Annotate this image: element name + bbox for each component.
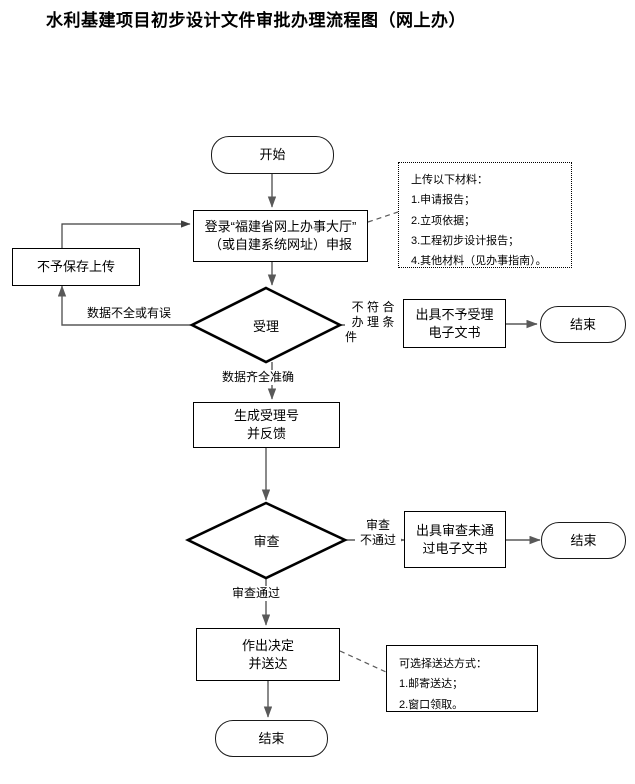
note-delivery-item-2: 2.窗口领取。 xyxy=(399,698,464,711)
node-end-final-label: 结束 xyxy=(258,730,285,746)
node-decision-review-label: 审查 xyxy=(253,534,280,549)
node-make-decision-deliver-line1: 作出决定 xyxy=(241,637,294,653)
node-not-saved[interactable]: 不予保存上传 xyxy=(12,248,140,286)
node-generate-acceptance-number-line1: 生成受理号 xyxy=(233,408,299,424)
note-delivery-heading: 可选择送达方式： xyxy=(399,658,487,670)
edge-label-not-qualified-line3: 件 xyxy=(345,330,358,344)
node-review-fail-document-line2: 过电子文书 xyxy=(422,540,488,556)
node-decision-acceptance[interactable]: 受理 xyxy=(192,288,340,362)
note-upload-item-1: 1.申请报告； xyxy=(411,194,476,207)
node-end-review-fail[interactable]: 结束 xyxy=(541,522,626,559)
note-upload-item-2: 2.立项依据； xyxy=(411,214,476,227)
note-delivery-item-1: 1.邮寄送达； xyxy=(399,678,464,691)
edge-label-not-qualified-line1: 不 符 合 xyxy=(351,300,395,314)
node-start[interactable]: 开始 xyxy=(211,136,334,174)
node-end-reject-label: 结束 xyxy=(569,316,596,332)
node-reject-document-line1: 出具不予受理 xyxy=(415,306,494,322)
node-end-reject[interactable]: 结束 xyxy=(540,306,626,343)
note-upload-item-4: 4.其他材料（见办事指南）。 xyxy=(411,255,547,268)
node-decision-review[interactable]: 审查 xyxy=(188,503,345,578)
node-decision-acceptance-label: 受理 xyxy=(252,318,279,334)
node-start-label: 开始 xyxy=(259,147,286,163)
node-end-final[interactable]: 结束 xyxy=(215,720,328,757)
edge-label-not-qualified: 不 符 合 办 理 条 件 xyxy=(345,300,401,345)
node-review-fail-document[interactable]: 出具审查未通 过电子文书 xyxy=(404,511,506,568)
node-login-portal-line2: （或自建系统网址）申报 xyxy=(208,237,352,252)
edge-label-not-qualified-line2: 办 理 条 xyxy=(351,315,395,329)
node-review-fail-document-line1: 出具审查未通 xyxy=(415,522,494,538)
note-upload-materials: 上传以下材料： 1.申请报告； 2.立项依据； 3.工程初步设计报告； 4.其他… xyxy=(398,162,572,268)
edge-label-review-fail-line1: 审查 xyxy=(365,518,390,532)
node-login-portal[interactable]: 登录“福建省网上办事大厅” （或自建系统网址）申报 xyxy=(193,210,368,262)
page-title: 水利基建项目初步设计文件审批办理流程图（网上办） xyxy=(46,11,466,30)
edge-label-data-incomplete: 数据不全或有误 xyxy=(87,306,172,321)
node-generate-acceptance-number-line2: 并反馈 xyxy=(246,426,286,441)
node-make-decision-deliver[interactable]: 作出决定 并送达 xyxy=(196,628,340,681)
node-reject-document[interactable]: 出具不予受理 电子文书 xyxy=(403,299,506,348)
node-make-decision-deliver-line2: 并送达 xyxy=(248,655,288,671)
edge-label-data-complete: 数据齐全准确 xyxy=(222,370,295,385)
node-end-review-fail-label: 结束 xyxy=(570,532,597,548)
node-generate-acceptance-number[interactable]: 生成受理号 并反馈 xyxy=(193,402,340,448)
note-delivery-options: 可选择送达方式： 1.邮寄送达； 2.窗口领取。 xyxy=(386,645,538,712)
note-upload-item-3: 3.工程初步设计报告； xyxy=(411,235,520,248)
edge-label-review-fail: 审查 不通过 xyxy=(355,518,401,548)
edge-label-review-pass: 审查通过 xyxy=(232,586,281,601)
node-not-saved-label: 不予保存上传 xyxy=(36,259,115,275)
edge-label-review-fail-line2: 不通过 xyxy=(359,533,396,547)
node-login-portal-line1: 登录“福建省网上办事大厅” xyxy=(204,219,357,235)
node-reject-document-line2: 电子文书 xyxy=(428,324,481,340)
note-upload-heading: 上传以下材料： xyxy=(411,174,488,186)
